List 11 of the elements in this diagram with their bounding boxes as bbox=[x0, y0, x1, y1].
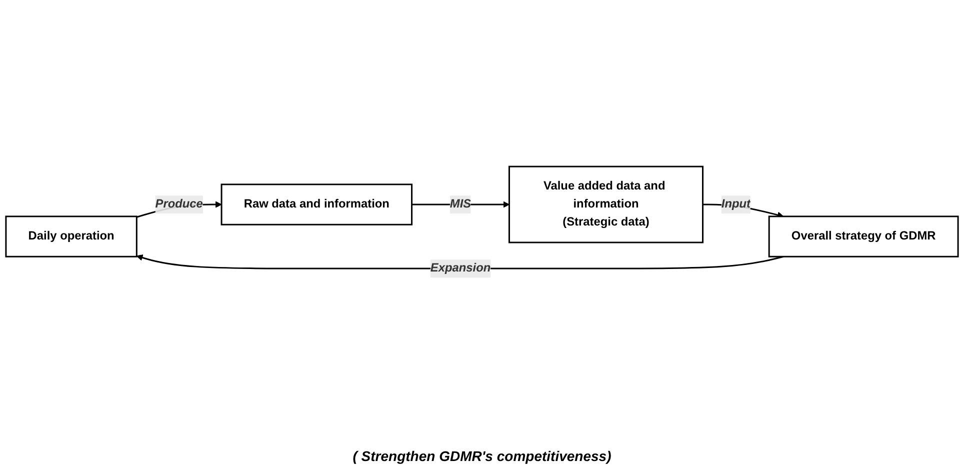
edge-label: MIS bbox=[450, 198, 472, 210]
node-box: Raw data and information bbox=[220, 184, 413, 226]
edge-label: Input bbox=[721, 198, 750, 210]
edge-label: Expansion bbox=[430, 262, 491, 274]
arrow bbox=[136, 254, 784, 270]
node-box: Daily operation bbox=[5, 216, 138, 258]
node-box: Value added data and information (Strategic data) bbox=[508, 166, 704, 244]
edge-label: Produce bbox=[155, 198, 203, 210]
note-text: ( Strengthen GDMR's competitiveness) bbox=[352, 448, 612, 464]
arrow bbox=[412, 201, 510, 208]
node-box: Overall strategy of GDMR bbox=[768, 216, 959, 258]
